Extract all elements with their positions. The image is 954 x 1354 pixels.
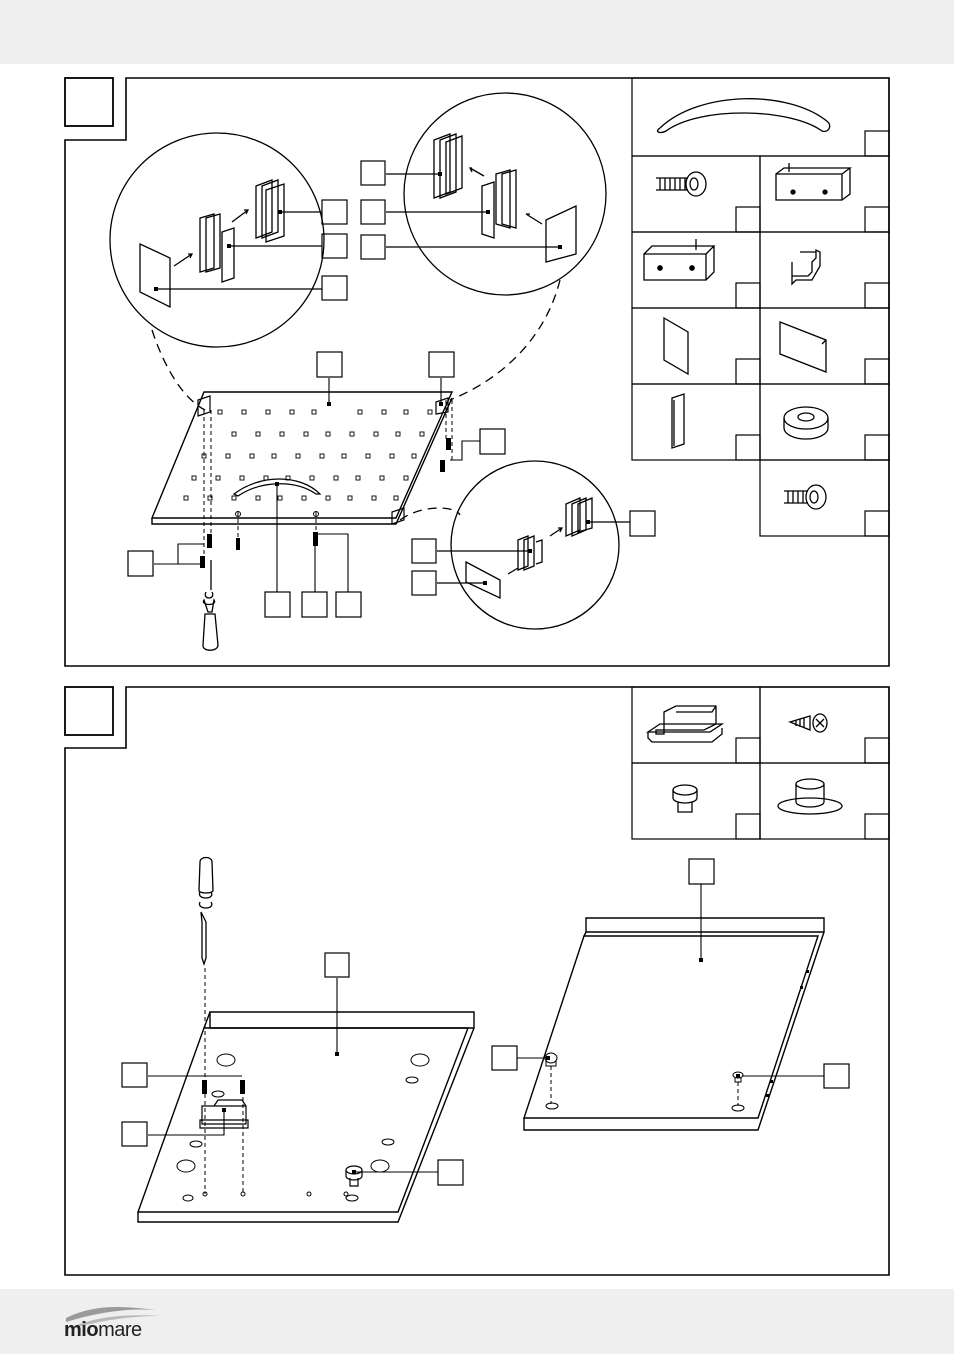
bracket-icon: [792, 250, 820, 284]
parts-legend-a: [632, 78, 889, 536]
rubber-strip-icon: [780, 322, 826, 372]
brand-logo-bold: mio: [64, 1319, 98, 1341]
board-right-b: [524, 918, 824, 1130]
left-detail-parts: [140, 180, 284, 307]
step-a-frame: [65, 78, 889, 666]
parts-legend-b: [632, 687, 889, 839]
board-left-b: [138, 1012, 474, 1222]
step-b-number-box: [65, 687, 113, 735]
door-pad-icon: [664, 318, 688, 374]
connector-bolt-icon: [656, 172, 706, 196]
screw-icon: [790, 714, 827, 732]
brand-logo-light: mare: [98, 1319, 142, 1341]
step-a-number-box: [65, 78, 113, 126]
step-b-frame: [65, 687, 889, 1275]
magnetic-catch-icon: [648, 706, 722, 742]
door-board-a: [152, 392, 452, 524]
screwdriver-b-icon: [199, 858, 213, 965]
assembly-step-a: [0, 0, 954, 680]
washer-icon: [784, 407, 828, 439]
hinge-block-icon: [644, 239, 714, 280]
screw-bolt-icon: [784, 485, 826, 509]
hinge-plate-icon: [776, 163, 850, 200]
screwdriver-icon: [203, 560, 218, 650]
handle-part-icon: [658, 99, 830, 133]
assembly-step-b: [0, 680, 954, 1290]
right-detail-parts: [434, 134, 576, 262]
knob-icon: [673, 785, 697, 812]
stop-strip-icon: [672, 394, 684, 448]
detail-circle-left: [110, 133, 324, 347]
detail-circle-bottom: [451, 461, 619, 629]
brand-logo: miomare: [64, 1319, 142, 1342]
board-holes: [184, 410, 432, 500]
foot-icon: [778, 779, 842, 814]
